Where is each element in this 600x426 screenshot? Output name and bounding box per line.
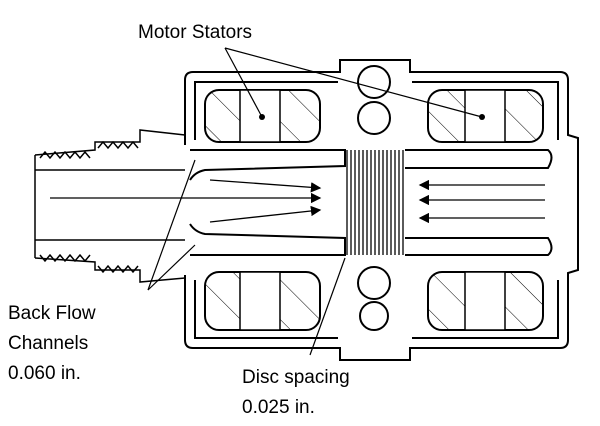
rotor-upper [189,149,553,181]
flow-arrows-right [50,179,322,223]
stator-upper-right [427,89,544,143]
stator-lower-right [427,271,544,331]
label-back-flow-3: 0.060 in. [8,363,81,384]
rotor-lower [189,223,553,256]
stator-upper-left [204,89,321,143]
inlet-fitting [34,129,186,283]
leader-lines [147,47,483,356]
thread-ridges-bottom [39,253,139,274]
label-motor-stators: Motor Stators [138,22,253,43]
label-disc-spacing-2: 0.025 in. [242,397,315,418]
stator-lower-left [204,271,321,331]
housing [184,59,579,361]
label-back-flow-2: Channels [8,333,89,354]
flow-arrows-left [418,179,545,224]
label-disc-spacing-1: Disc spacing [242,367,350,388]
thread-ridges-top [39,140,139,160]
disc-stack [346,150,404,255]
label-back-flow-1: Back Flow [8,303,96,324]
